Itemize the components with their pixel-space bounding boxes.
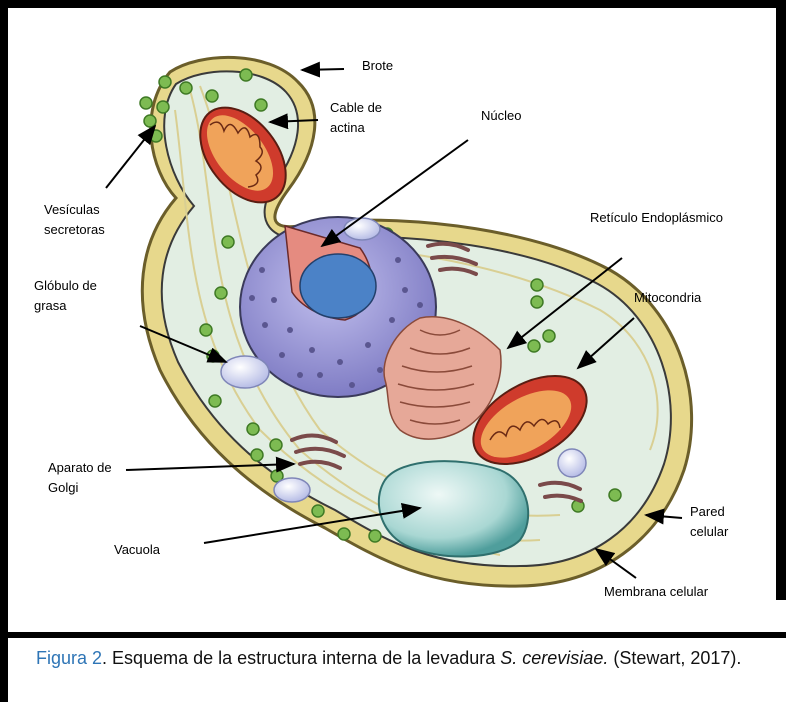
label-globulo: Glóbulo de grasa — [34, 276, 97, 316]
label-vacuola: Vacuola — [114, 540, 160, 560]
caption-text-before: . Esquema de la estructura interna de la… — [102, 648, 500, 668]
label-membrana: Membrana celular — [604, 582, 708, 602]
fat-globule — [221, 356, 269, 388]
label-brote: Brote — [362, 56, 393, 76]
arrow-vesiculas — [106, 126, 155, 188]
arrow-brote — [302, 69, 344, 70]
fat-globule-right — [558, 449, 586, 477]
label-pared: Pared celular — [690, 502, 728, 542]
label-cable-actina: Cable de actina — [330, 98, 382, 138]
vacuole — [379, 461, 528, 556]
caption-figure-label: Figura 2 — [36, 648, 102, 668]
label-mitocondria: Mitocondria — [634, 288, 701, 308]
label-aparato-golgi: Aparato de Golgi — [48, 458, 112, 498]
caption-text-after: (Stewart, 2017). — [608, 648, 741, 668]
label-reticulo: Retículo Endoplásmico — [590, 208, 723, 228]
fat-globule-small — [274, 478, 310, 502]
label-vesiculas: Vesículas secretoras — [44, 200, 105, 240]
label-nucleo: Núcleo — [481, 106, 521, 126]
caption-species: S. cerevisiae. — [500, 648, 608, 668]
fat-globule-top — [344, 218, 380, 240]
figure-caption: Figura 2. Esquema de la estructura inter… — [36, 646, 766, 671]
